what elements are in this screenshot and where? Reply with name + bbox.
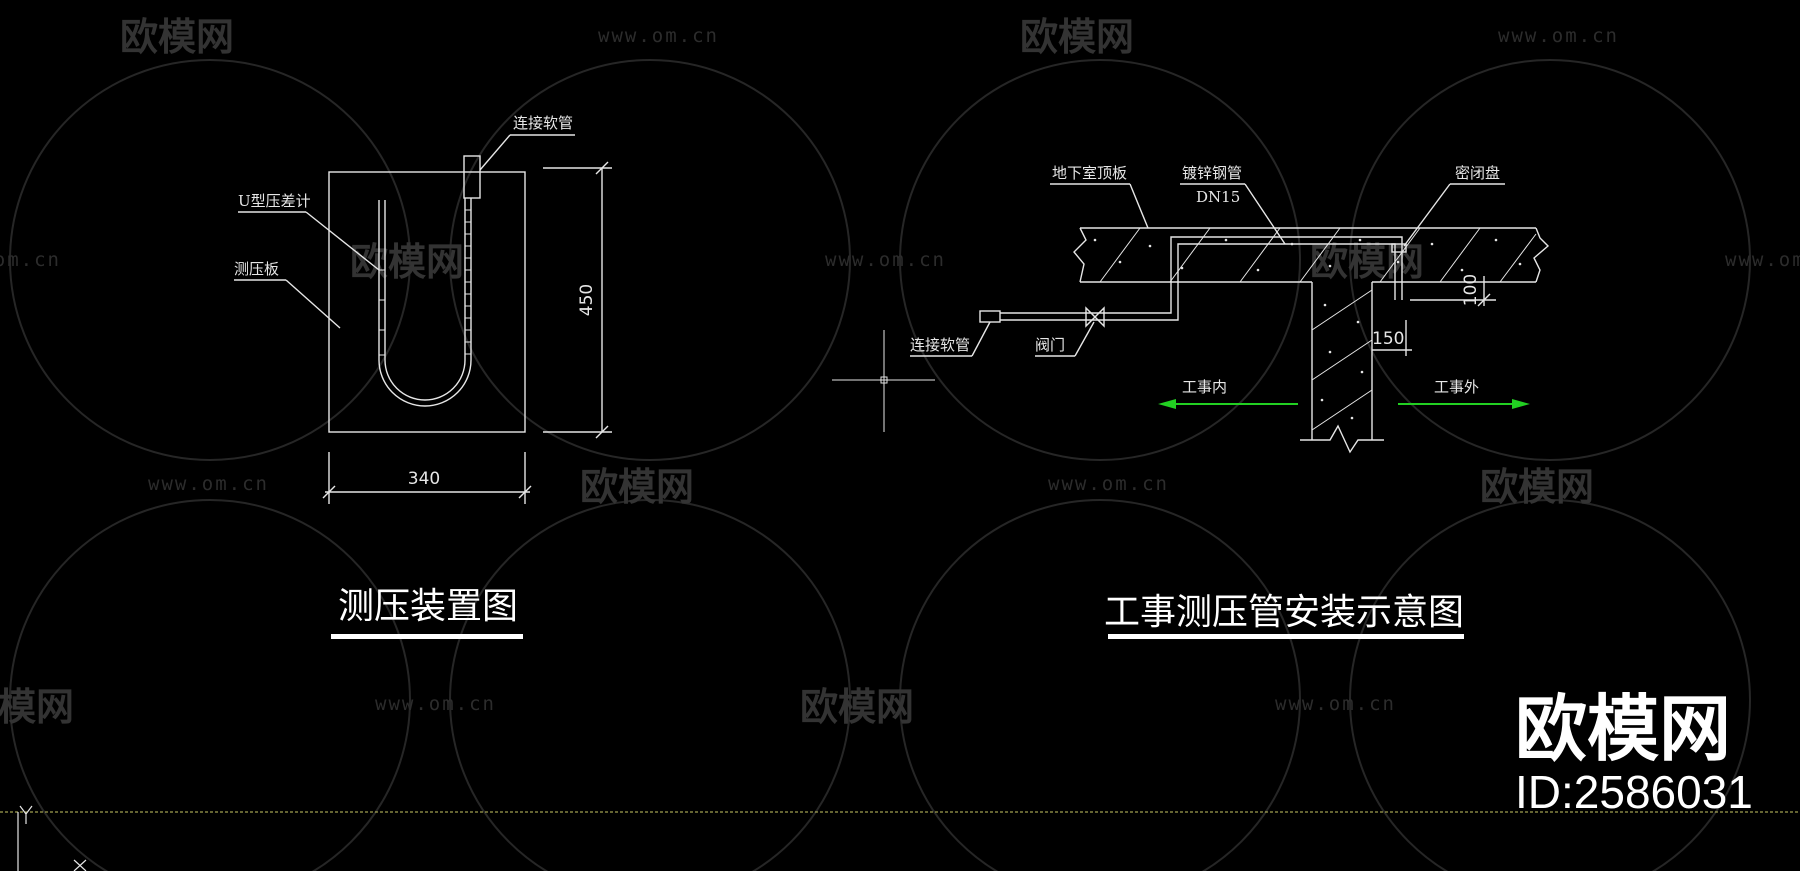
ucs-axis — [0, 805, 1800, 871]
wall-break — [1300, 424, 1384, 454]
dimension-tick — [518, 485, 532, 499]
ucs-y-icon — [19, 805, 33, 824]
break-line — [1073, 227, 1087, 283]
arrow-outside — [1398, 399, 1530, 409]
u-tube-outer — [378, 198, 472, 407]
seal-plate — [1391, 243, 1407, 253]
watermark-url: www.om.cn — [598, 25, 719, 47]
label-pipe: 镀锌钢管 — [1182, 164, 1242, 182]
leader-line — [479, 134, 511, 171]
hose-end — [979, 310, 1001, 323]
dimension-150: 150 — [1372, 329, 1404, 349]
drawing-title-left: 测压装置图 — [338, 586, 518, 627]
dimension-tick — [1477, 293, 1491, 307]
pressure-device-drawing: 连接软管 U型压差计 测压板 450 — [234, 114, 612, 639]
break-line — [1533, 227, 1550, 283]
leader-line — [1244, 183, 1286, 245]
label-slab: 地下室顶板 — [1052, 164, 1127, 182]
dimension-width-label: 340 — [408, 469, 440, 489]
steel-pipe — [1000, 243, 1396, 321]
watermark-logo: 欧模网 — [1020, 15, 1134, 59]
drawing-title-right: 工事测压管安装示意图 — [1104, 592, 1464, 633]
title-underline — [331, 634, 523, 639]
watermark-logo: 欧模网 — [580, 465, 694, 509]
leader-line — [1403, 183, 1451, 247]
concrete-dots — [1093, 238, 1522, 420]
watermark-url: www.om.cn — [1498, 25, 1619, 47]
u-tube-ticks — [379, 209, 471, 356]
watermark-url: www.om.cn — [1275, 693, 1396, 715]
brand-id: ID:2586031 — [1515, 766, 1753, 818]
label-pipe-size: DN15 — [1196, 188, 1240, 206]
dimension-100: 100 — [1461, 274, 1481, 306]
watermark-url: www.om.cn — [1048, 473, 1169, 495]
watermark-logo: 欧模网 — [1310, 240, 1424, 284]
watermark-url: www.om.cn — [825, 249, 946, 271]
steel-pipe-edge — [1000, 236, 1403, 314]
dimension-tick — [595, 161, 609, 175]
pressure-board — [328, 171, 526, 433]
watermark-url: www.om.cn — [148, 473, 269, 495]
label-inside: 工事内 — [1182, 378, 1227, 396]
valve-symbol — [1085, 306, 1105, 328]
dimension-tick — [595, 425, 609, 439]
label-board: 测压板 — [234, 260, 279, 278]
label-hose-right: 连接软管 — [910, 336, 970, 354]
watermark-logo: 欧模网 — [0, 685, 74, 729]
watermark-layer — [9, 59, 1751, 871]
watermark-url: www.om.cn — [0, 249, 61, 271]
watermark-url: www.om.cn — [1725, 249, 1800, 271]
label-u-gauge: U型压差计 — [238, 192, 311, 210]
label-seal: 密闭盘 — [1455, 164, 1500, 182]
brand-badge: 欧模网 ID:2586031 — [1515, 687, 1753, 818]
dimension-height-label: 450 — [577, 284, 597, 316]
label-hose: 连接软管 — [513, 114, 573, 132]
label-valve: 阀门 — [1035, 336, 1065, 354]
hose-connector — [463, 155, 481, 199]
dimension-tick — [322, 485, 336, 499]
watermark-logo: 欧模网 — [350, 240, 464, 284]
watermark-url: www.om.cn — [375, 693, 496, 715]
leader-line — [305, 211, 380, 271]
leader-line — [1129, 183, 1149, 229]
leader-line — [971, 321, 991, 357]
concrete-hatch — [1099, 227, 1537, 431]
title-underline — [1108, 634, 1464, 639]
label-outside: 工事外 — [1434, 378, 1479, 396]
watermark-logo: 欧模网 — [120, 15, 234, 59]
cad-cursor-crosshair — [832, 330, 935, 432]
brand-name: 欧模网 — [1515, 687, 1731, 771]
leader-line — [285, 279, 341, 329]
installation-drawing: 地下室顶板 镀锌钢管 DN15 密闭盘 连接软管 阀门 100 150 工事内 … — [832, 164, 1550, 639]
ucs-x-icon — [73, 859, 87, 871]
arrow-inside — [1158, 399, 1298, 409]
leader-line — [1074, 321, 1095, 357]
u-tube-inner — [384, 198, 466, 401]
watermark-texts: 欧模网 欧模网 欧模网 欧模网 欧模网 欧模网 欧模网 欧模网 www.om.c… — [0, 15, 1800, 729]
watermark-logo: 欧模网 — [1480, 465, 1594, 509]
watermark-logo: 欧模网 — [800, 685, 914, 729]
